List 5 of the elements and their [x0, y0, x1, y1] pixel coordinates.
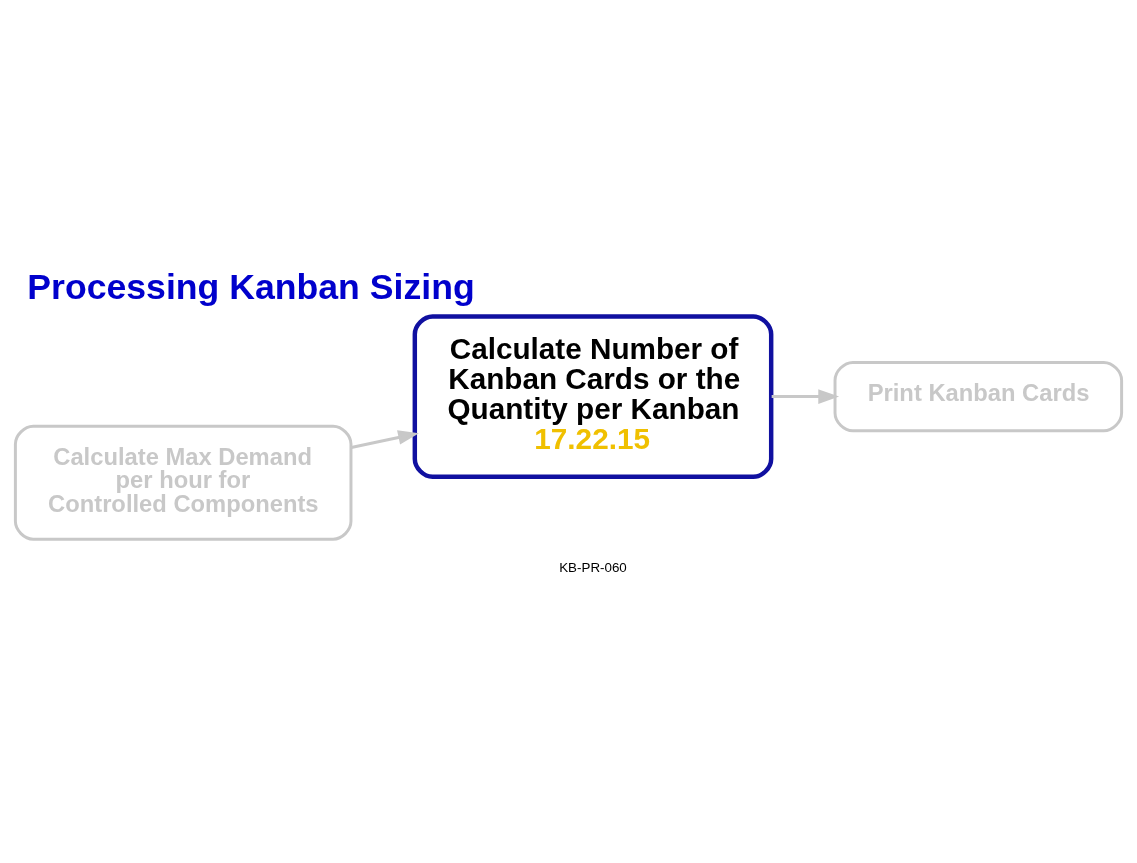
- arrow: [771, 389, 840, 404]
- arrow: [351, 430, 419, 449]
- node-box: Calculate Number of Kanban Cards or the Quantity per Kanban 17.22.15: [412, 314, 774, 479]
- label: KB-PR-060: [559, 560, 627, 576]
- diagram-title: Processing Kanban Sizing: [27, 266, 475, 307]
